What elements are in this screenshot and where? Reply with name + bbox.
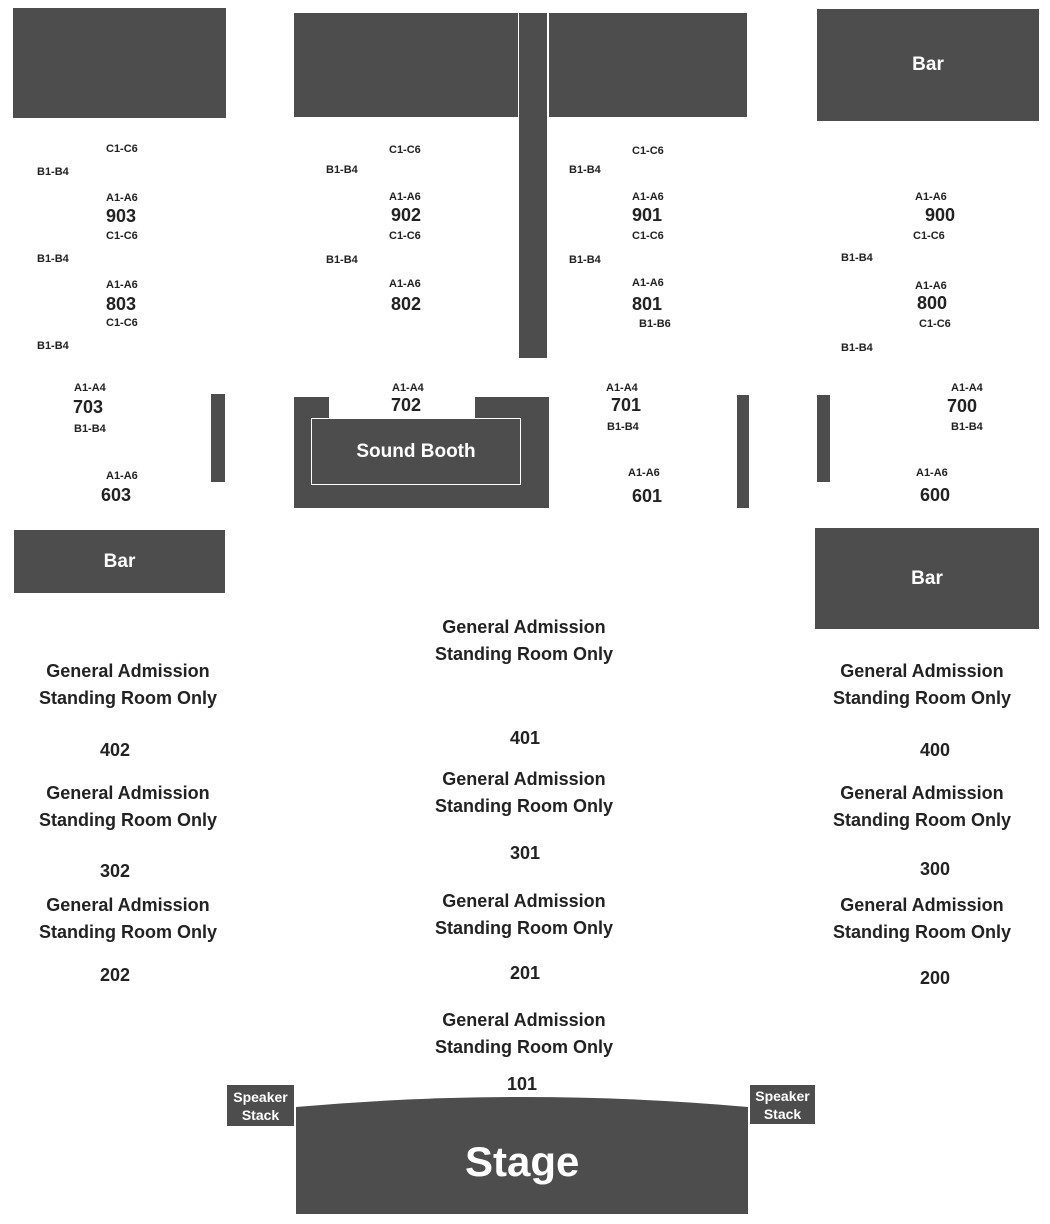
row-label-701-b: B1-B4 [607, 421, 639, 433]
row-label-901-c2: C1-C6 [632, 230, 664, 242]
section-703[interactable]: 703 [73, 397, 104, 417]
section-101[interactable]: 101 [507, 1074, 538, 1094]
sound-booth-left-post [294, 397, 329, 419]
row-label-903-b: B1-B4 [37, 166, 69, 178]
section-300[interactable]: 300 [920, 859, 951, 879]
row-label-903-a: A1-A6 [106, 192, 138, 204]
row-label-800-a: A1-A6 [915, 280, 947, 292]
row-label-603-a: A1-A6 [106, 470, 138, 482]
row-label-801-a: A1-A6 [632, 277, 664, 289]
row-label-703-a: A1-A4 [74, 382, 106, 394]
row-label-800-b: B1-B4 [841, 342, 873, 354]
left-rail [211, 394, 225, 482]
top-center-right-block [549, 13, 747, 117]
row-label-803-b: B1-B4 [37, 253, 69, 265]
section-601[interactable]: 601 [632, 486, 663, 506]
section-600[interactable]: 600 [920, 485, 951, 505]
row-label-803-b2: B1-B4 [37, 340, 69, 352]
row-label-901-b: B1-B4 [569, 164, 601, 176]
section-302[interactable]: 302 [100, 861, 131, 881]
section-400[interactable]: 400 [920, 740, 951, 760]
section-200[interactable]: 200 [920, 968, 951, 988]
section-702[interactable]: 702 [391, 395, 422, 415]
section-901[interactable]: 901 [632, 205, 663, 225]
row-label-900-b: B1-B4 [841, 252, 873, 264]
center-divider-column [519, 13, 547, 358]
section-803[interactable]: 803 [106, 294, 137, 314]
bar-mid-left[interactable]: Bar [14, 530, 225, 593]
row-label-902-a: A1-A6 [389, 191, 421, 203]
section-202[interactable]: 202 [100, 965, 131, 985]
row-label-700-a: A1-A4 [951, 382, 983, 394]
row-label-902-c: C1-C6 [389, 144, 421, 156]
section-701[interactable]: 701 [611, 395, 642, 415]
bar-top-right[interactable]: Bar [817, 9, 1039, 121]
row-label-702-a: A1-A4 [392, 382, 424, 394]
row-label-903-c: C1-C6 [106, 143, 138, 155]
stage-label: Stage [465, 1138, 580, 1185]
section-402[interactable]: 402 [100, 740, 131, 760]
section-301[interactable]: 301 [510, 843, 541, 863]
sound-booth-right-post [475, 397, 549, 419]
row-label-803-c: C1-C6 [106, 230, 138, 242]
row-label-902-b: B1-B4 [326, 164, 358, 176]
row-label-601-a: A1-A6 [628, 467, 660, 479]
section-603[interactable]: 603 [101, 485, 132, 505]
row-label-701-a: A1-A4 [606, 382, 638, 394]
row-label-901-b2: B1-B4 [569, 254, 601, 266]
row-label-800-c: C1-C6 [919, 318, 951, 330]
row-label-902-c2: C1-C6 [389, 230, 421, 242]
row-label-700-b: B1-B4 [951, 421, 983, 433]
section-902[interactable]: 902 [391, 205, 422, 225]
section-801[interactable]: 801 [632, 294, 663, 314]
sound-booth-base [294, 418, 549, 508]
row-label-902-b2: B1-B4 [326, 254, 358, 266]
row-label-703-b: B1-B4 [74, 423, 106, 435]
section-700[interactable]: 700 [947, 396, 978, 416]
row-label-600-a: A1-A6 [916, 467, 948, 479]
row-label-900-c: C1-C6 [913, 230, 945, 242]
row-label-900-a: A1-A6 [915, 191, 947, 203]
row-label-801-b: B1-B6 [639, 318, 671, 330]
bar-mid-right[interactable]: Bar [815, 528, 1039, 629]
right-rail-b [817, 395, 830, 482]
row-label-803-a: A1-A6 [106, 279, 138, 291]
top-left-block [13, 8, 226, 118]
row-label-901-c: C1-C6 [632, 145, 664, 157]
section-900[interactable]: 900 [925, 205, 956, 225]
row-label-901-a: A1-A6 [632, 191, 664, 203]
sound-booth[interactable]: Sound Booth [311, 418, 521, 485]
section-802[interactable]: 802 [391, 294, 422, 314]
row-label-803-c2: C1-C6 [106, 317, 138, 329]
row-label-802-a: A1-A6 [389, 278, 421, 290]
section-800[interactable]: 800 [917, 293, 948, 313]
section-903[interactable]: 903 [106, 206, 137, 226]
right-rail-a [737, 395, 749, 508]
section-401[interactable]: 401 [510, 728, 541, 748]
top-center-left-block [294, 13, 518, 117]
section-201[interactable]: 201 [510, 963, 541, 983]
